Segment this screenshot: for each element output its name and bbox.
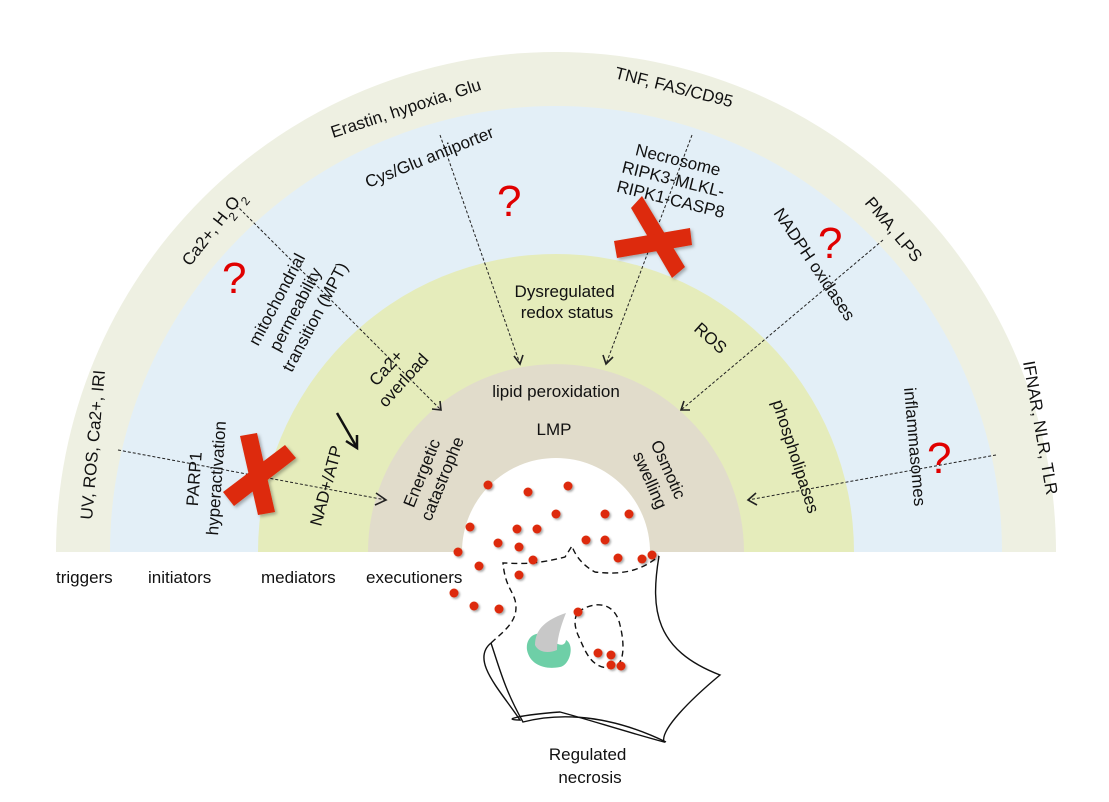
vesicle-dot [647, 550, 657, 560]
vesicle-dot [494, 604, 504, 614]
cell-membrane [483, 555, 722, 744]
band-label-initiators: initiators [148, 568, 211, 587]
mediator-redox-label: Dysregulated redox status [515, 282, 620, 322]
vesicle-dot [581, 535, 591, 545]
vesicle-dot [523, 487, 533, 497]
arrow-inflammasomes-to-phospholipases [747, 454, 997, 501]
arrow-nad-decrease [335, 412, 358, 447]
band-label-triggers: triggers [56, 568, 113, 587]
vesicle-dot [563, 481, 573, 491]
vesicle-dot [483, 480, 493, 490]
band-label-executioners: executioners [366, 568, 462, 587]
arrowhead-inflammasomes [746, 492, 758, 506]
inhibition-cross-necrosome [614, 196, 692, 278]
nucleus [535, 613, 566, 653]
arrowhead-energetic [374, 492, 388, 506]
vesicle-dot [453, 547, 463, 557]
vesicle-dot [624, 509, 634, 519]
vesicle-dot [493, 538, 503, 548]
arrowhead-mpt [431, 400, 442, 411]
vesicle-dot [613, 553, 623, 563]
vesicle-dot [616, 661, 626, 671]
vesicle-dot [606, 660, 616, 670]
vesicle-dot [600, 509, 610, 519]
vesicle-dot [573, 607, 583, 617]
vesicle-dot [528, 555, 538, 565]
inhibition-cross-parp1 [223, 433, 296, 515]
arrow-nadph-to-osmotic [680, 239, 884, 411]
arrowhead-cysglu [513, 354, 524, 366]
vesicle-dot [593, 648, 603, 658]
cell-space [462, 458, 650, 552]
vesicle-dot [474, 561, 484, 571]
vesicle-dots [449, 480, 657, 671]
vesicle-dot [600, 535, 610, 545]
arrowhead-necrosome [602, 354, 614, 366]
vesicle-dot [512, 524, 522, 534]
executioner-lipid-peroxidation-label: lipid peroxidation [492, 382, 620, 401]
initiator-necrosome-label: Necrosome RIPK3-MLKL- RIPK1-CASP8 [615, 138, 737, 222]
question-mark-mpt: ? [222, 254, 246, 303]
executioner-lmp-label: LMP [537, 420, 572, 439]
question-mark-nadph: ? [818, 219, 842, 268]
question-mark-inflammasomes: ? [927, 434, 951, 483]
cell-membrane-dashed [490, 544, 660, 644]
cell-membrane-lower [490, 642, 667, 743]
band-label-mediators: mediators [261, 568, 336, 587]
vesicle-dot [514, 542, 524, 552]
vesicle-dot [637, 554, 647, 564]
outcome-label: Regulated necrosis [549, 745, 631, 787]
vesicle-dot [465, 522, 475, 532]
vesicle-dot [606, 650, 616, 660]
arrow-cysglu-to-lipid [439, 134, 521, 365]
vesicle-dot [514, 570, 524, 580]
arrowhead-nad-decrease [345, 435, 359, 451]
arrowhead-nadph [679, 400, 690, 411]
vesicle-dot [532, 524, 542, 534]
vesicle-dot [469, 601, 479, 611]
vesicle-dot [449, 588, 459, 598]
arrow-mpt-to-energetic [235, 204, 442, 411]
question-mark-cysglu: ? [497, 177, 521, 226]
vesicle-dot [551, 509, 561, 519]
organelle-outline [574, 604, 624, 669]
